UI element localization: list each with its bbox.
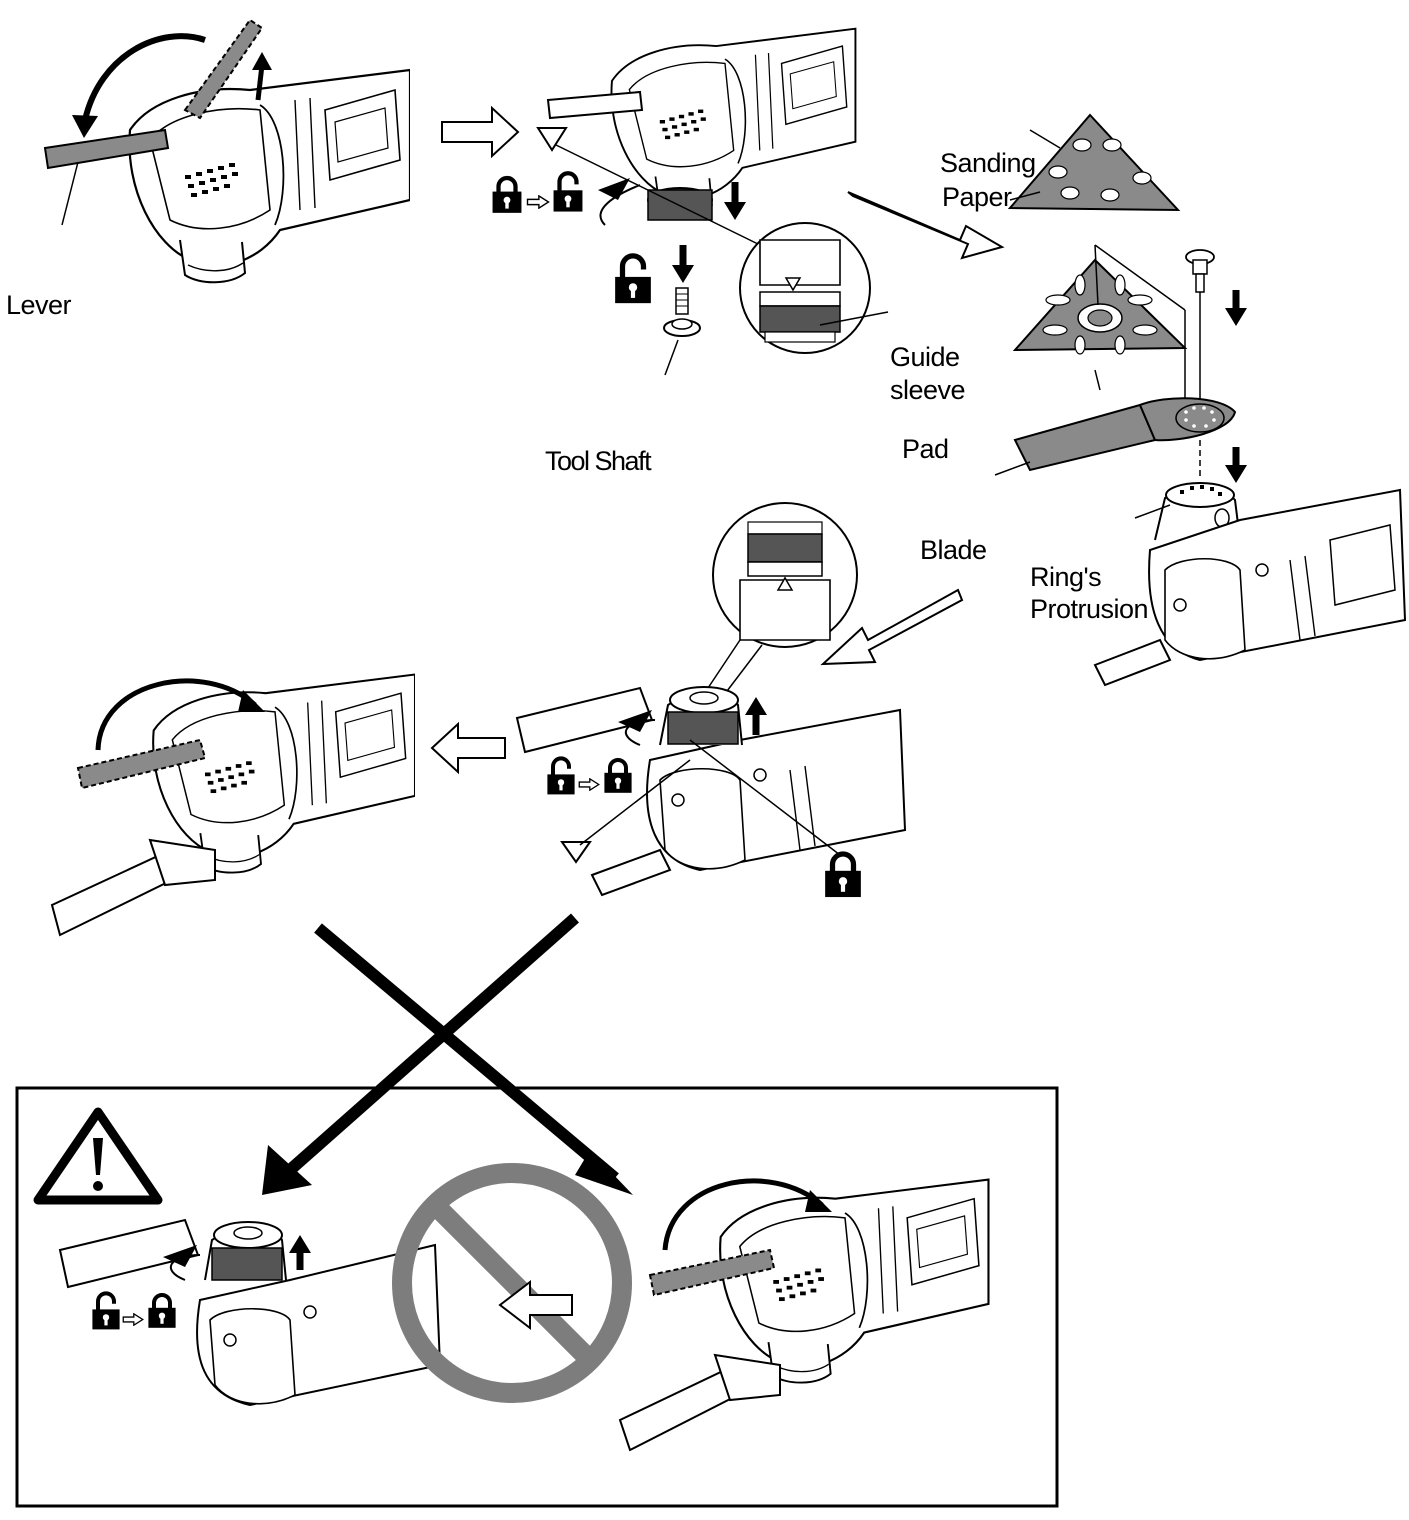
step1-tool-lever-open xyxy=(43,18,410,284)
warning-triangle-icon xyxy=(33,1107,163,1205)
label-rings-protrusion-line1: Ring's xyxy=(1030,562,1102,592)
label-guide-sleeve-line2: sleeve xyxy=(890,375,966,405)
step2-tool-unlock xyxy=(493,27,889,376)
step4-tool-lock xyxy=(515,502,907,897)
warning-box xyxy=(15,1086,1059,1508)
flow-arrow-diag-1 xyxy=(847,191,1005,260)
label-tool-shaft: Tool Shaft xyxy=(545,446,652,476)
label-blade: Blade xyxy=(920,535,987,565)
wrong-order-tool xyxy=(618,1178,990,1452)
flow-arrow-right-1 xyxy=(441,105,520,159)
branch-arrows xyxy=(262,913,633,1195)
label-sanding-paper-line2: Paper xyxy=(942,182,1012,212)
label-rings-protrusion-line2: Protrusion xyxy=(1030,594,1149,624)
step3-exploded-assembly xyxy=(994,113,1407,687)
flow-arrow-diag-2 xyxy=(820,588,964,666)
correct-lock-tool xyxy=(58,1218,442,1407)
prohibited-icon xyxy=(392,1163,632,1403)
label-lever: Lever xyxy=(6,290,72,320)
flow-arrow-left xyxy=(430,721,506,775)
label-guide-sleeve-line1: Guide xyxy=(890,342,960,372)
label-pad: Pad xyxy=(902,434,949,464)
label-sanding-paper-line1: Sanding xyxy=(940,148,1036,178)
step5-tool-lever-closed xyxy=(50,673,415,937)
